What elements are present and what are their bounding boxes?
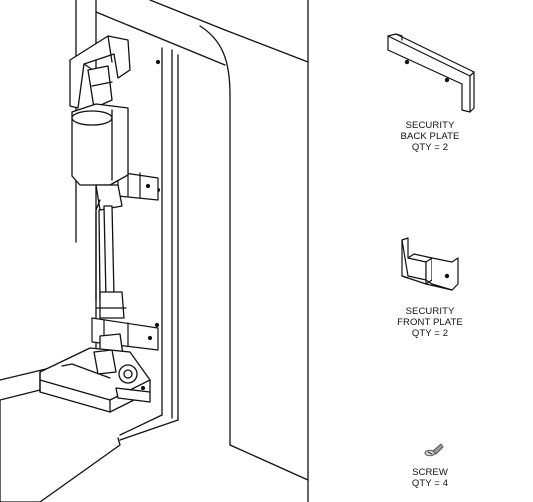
back-plate-name-line2: BACK PLATE (400, 131, 460, 142)
security-back-plate-illustration (387, 33, 475, 113)
screw-name: SCREW (412, 467, 448, 478)
cabinet-frame (0, 0, 309, 502)
upper-bracket (117, 171, 159, 201)
screw-qty: QTY = 4 (411, 478, 449, 489)
front-plate-qty: QTY = 2 (411, 328, 449, 339)
security-front-plate-label: SECURITY FRONT PLATE QTY = 2 (380, 306, 480, 339)
screw-label: SCREW QTY = 4 (380, 467, 480, 489)
screw-illustration (424, 443, 444, 457)
front-plate-name-line2: FRONT PLATE (397, 317, 463, 328)
security-back-plate-label: SECURITY BACK PLATE QTY = 2 (380, 120, 480, 153)
back-plate-qty: QTY = 2 (411, 142, 449, 153)
front-plate-name-line1: SECURITY (405, 306, 455, 317)
security-front-plate-illustration (401, 237, 459, 291)
vacuum-cleaner (39, 35, 151, 413)
back-plate-name-line1: SECURITY (405, 120, 455, 131)
